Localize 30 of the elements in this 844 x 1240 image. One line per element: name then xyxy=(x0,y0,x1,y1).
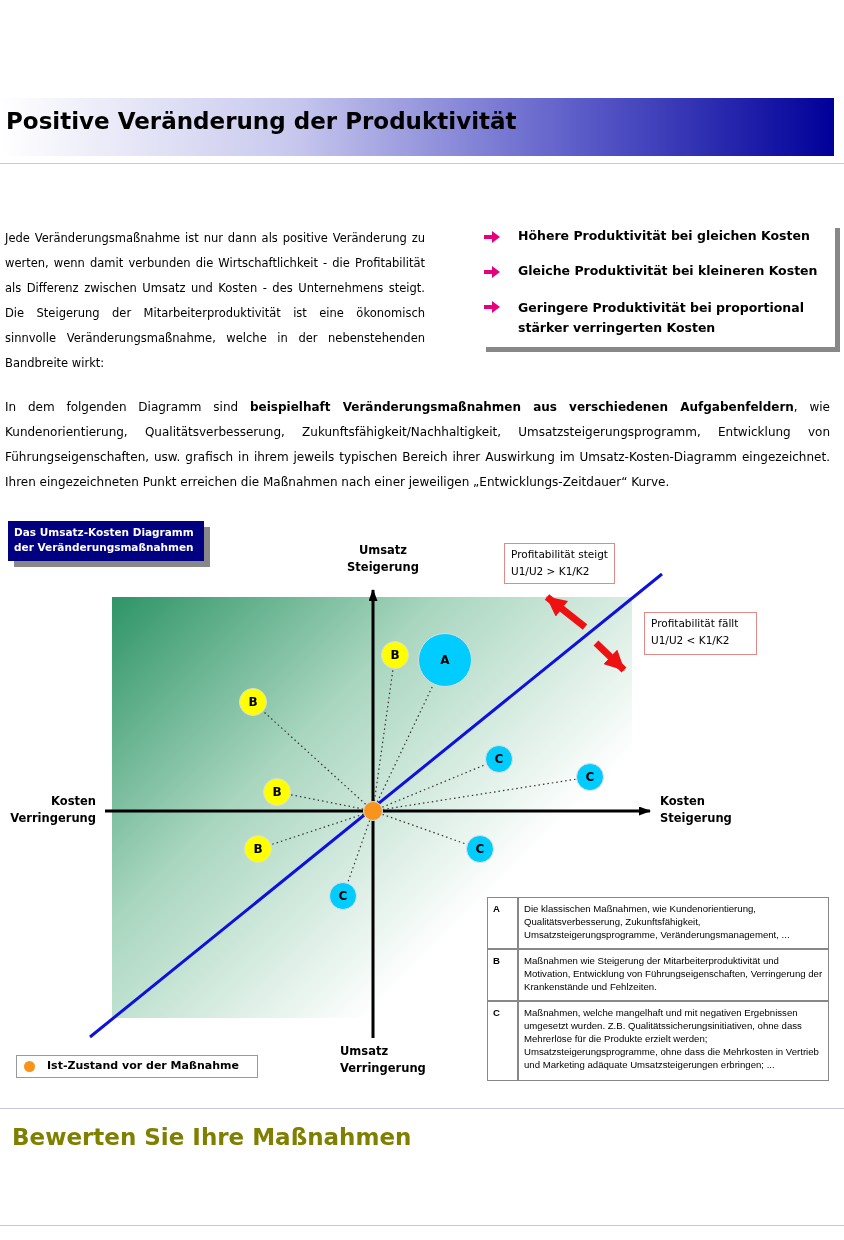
note-text: Profitabilität fällt xyxy=(651,616,740,631)
dotted-line xyxy=(382,778,577,811)
note-box xyxy=(504,543,615,584)
row-key: C xyxy=(487,1001,519,1081)
bullet-text: Höhere Produktivität bei gleichen Kosten xyxy=(518,228,811,243)
axis-label: Umsatz Steigerung xyxy=(346,542,420,576)
axis-label: Kosten Steigerung xyxy=(660,793,733,827)
dotted-line xyxy=(270,813,365,846)
note-text: U1/U2 > K1/K2 xyxy=(511,564,591,579)
note-text: U1/U2 < K1/K2 xyxy=(651,633,731,648)
note-box xyxy=(644,612,757,655)
row-key: A xyxy=(487,897,519,949)
note-text: Profitabilität steigt xyxy=(511,547,608,562)
dotted-line xyxy=(373,668,394,802)
axis-label: Umsatz Verringerung xyxy=(340,1043,427,1077)
dotted-line xyxy=(347,819,371,884)
row-key: B xyxy=(487,949,519,1001)
page-title: Positive Veränderung der Produktivität xyxy=(6,108,517,134)
paragraph: Jede Veränderungsmaßnahme ist nur dann als positive Veränderung zu werten, wenn damit verbunden die Wirtschaftlichkeit - die Profitabilität als Differenz zwischen Umsatz und Kosten - des Unternehmens steigt. Die Steigerung der Mitarbeiterproduktivität ist eine ökonomisch sinnvolle Veränderungsmaßnahme, welche in der nebenstehenden Bandbreite wirkt: xyxy=(5,230,425,372)
paragraph: In dem folgenden Diagramm sind beispielhaft Veränderungsmaßnahmen aus verschiedenen Aufgabenfeldern, wie Kundenorientierung, Qualitätsverbesserung, Zukunftsfähigkeit/Nachhaltigkeit, Umsatzsteigerungsprogramm, Entwicklung von Führungseigenschaften, usw. grafisch in ihrem jeweils typischen Bereich ihrer Auswirkung im Umsatz-Kosten-Diagramm eingezeichnet. Ihren eingezeichneten Punkt erreichen die Maßnahmen nach einer jeweiligen „Entwicklungs-Zeitdauer“ Kurve. xyxy=(5,399,830,491)
table-cell: Maßnahmen, welche mangelhaft und mit negativen Ergebnissen umgesetzt wurden. Z.B. Qualitätssicherungsinitiativen, ohne dass Mehrerlöse für die Produkte erzielt werden; Umsatzsteigerungsprogramme, ohne dass die Mehrkosten in Vertrieb und Marketing adäquate Umsatzsteigerungen erbringen; ... xyxy=(519,1001,829,1081)
table-cell: Die klassischen Maßnahmen, wie Kundenorientierung, Qualitätsverbesserung, Zukunftsfähigkeit, Umsatzsteigerungsprogramme, Veränderungsmanagement, ... xyxy=(519,897,829,949)
section-heading: Bewerten Sie Ihre Maßnahmen xyxy=(12,1124,413,1150)
table-cell: Maßnahmen wie Steigerung der Mitarbeiterproduktivität und Motivation, Entwicklung von Führungseigenschaften, Verringerung der Krankenstände und Fehlzeiten. xyxy=(519,949,829,1001)
dotted-line xyxy=(290,794,364,810)
bullet-text: Geringere Produktivität bei proportional stärker verringerten Kosten xyxy=(518,299,805,337)
dotted-line xyxy=(262,710,367,805)
axis-label: Kosten Verringerung xyxy=(9,793,96,827)
bullet-text: Gleiche Produktivität bei kleineren Kosten xyxy=(518,263,819,278)
legend-text: Ist-Zustand vor der Maßnahme xyxy=(47,1059,239,1072)
